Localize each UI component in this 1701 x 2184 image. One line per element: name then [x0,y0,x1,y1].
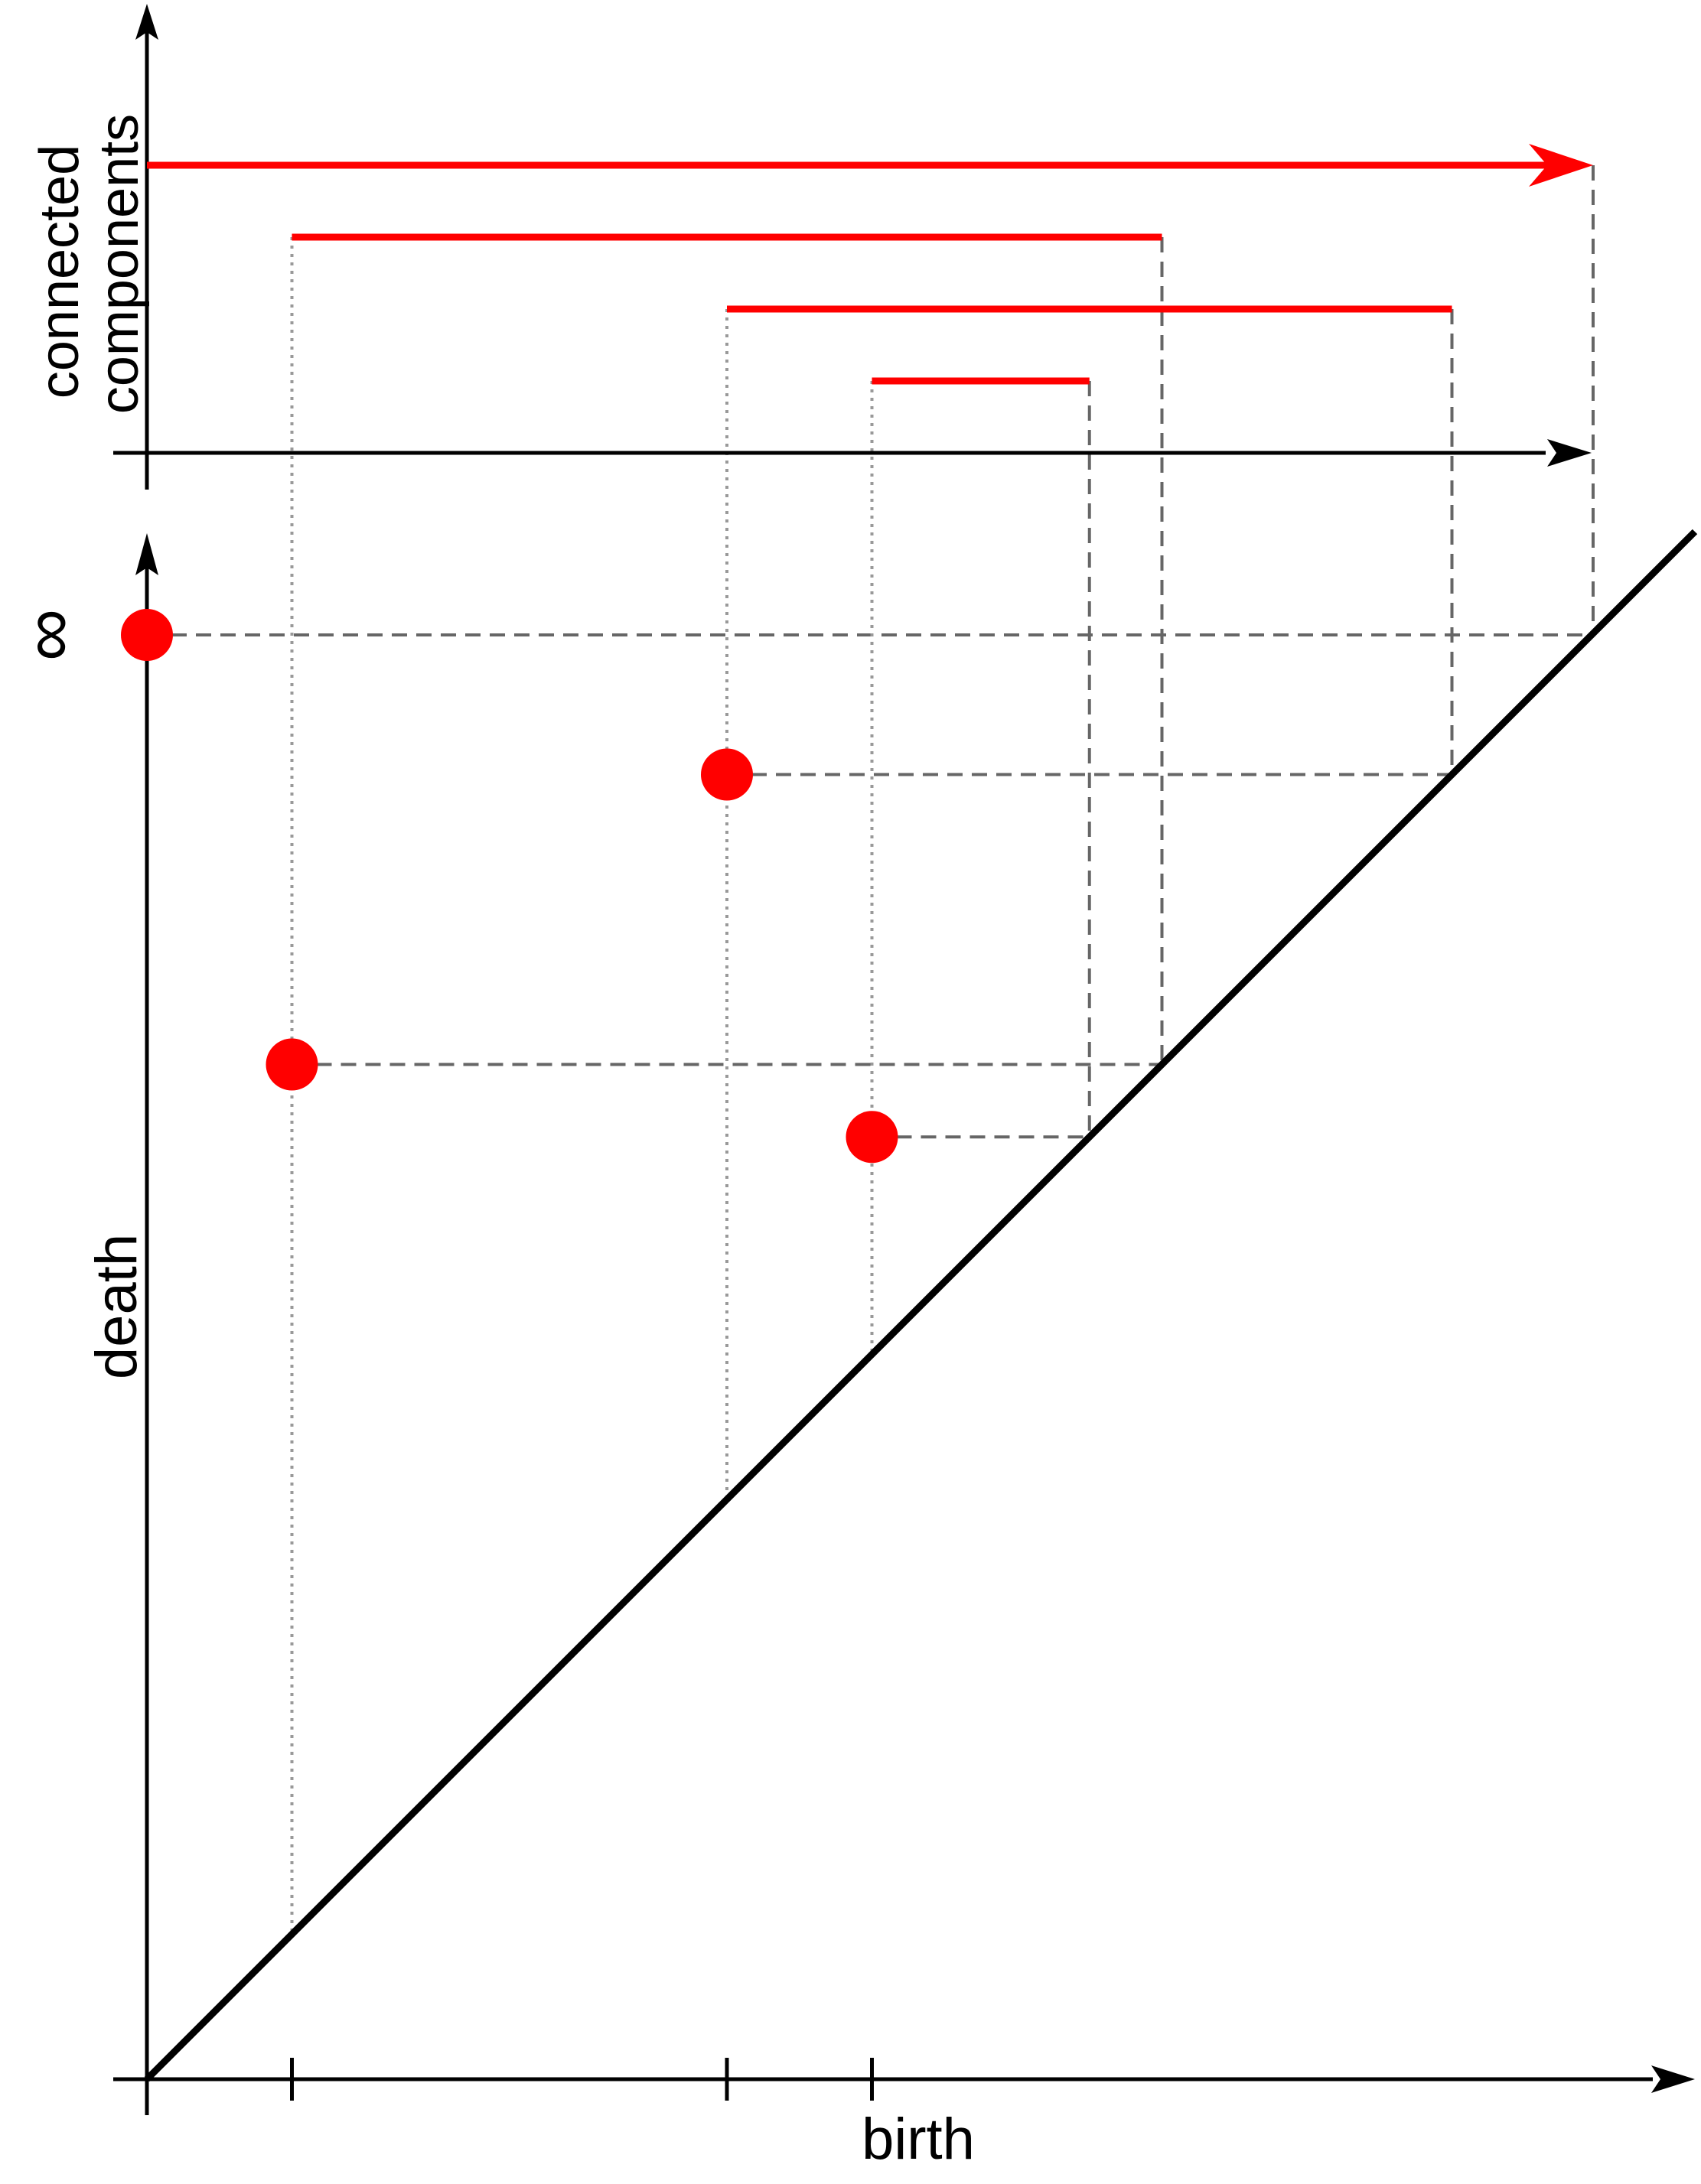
barcode-axis-label-line2: components [89,114,150,414]
diagram-point [701,748,753,801]
barcode-x-arrowhead [1547,439,1592,467]
diagram-points [121,609,898,1164]
barcode-bars [147,144,1593,385]
diagonal-line [144,529,1698,2082]
diagram-point [121,609,173,661]
birth-axis-label: birth [862,2107,975,2172]
birth-axis-arrowhead [1651,2065,1695,2093]
barcode-panel: connected components [29,4,1593,490]
diagram-point [846,1111,898,1164]
barcode-y-arrowhead [135,4,158,40]
birth-ticks [290,2058,874,2101]
diagram-point [266,1038,318,1091]
infinity-label: ∞ [7,609,89,661]
barcode-axis-label-line1: connected [29,145,90,399]
guide-lines [147,165,1595,1935]
barcode-bar-arrowhead [1529,144,1593,187]
persistence-diagram-panel: ∞ death birth [7,529,1698,2172]
barcode-axis-label: connected components [29,114,150,414]
death-axis-label: death [84,1234,149,1379]
death-axis-arrowhead [135,533,158,575]
